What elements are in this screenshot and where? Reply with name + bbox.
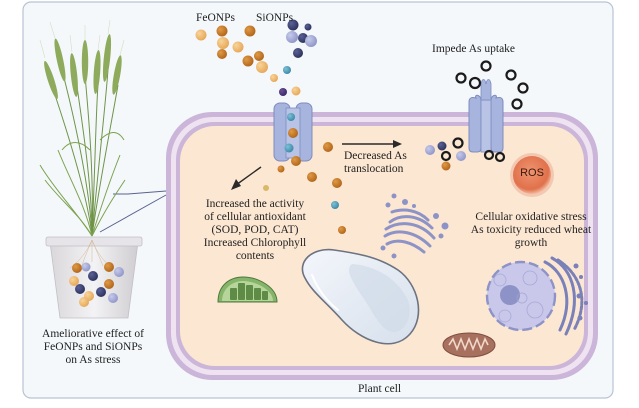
label-line: of cellular antioxidant [204, 210, 306, 223]
feonps-particles [195, 25, 301, 96]
label-line: Cellular oxidative stress [475, 211, 587, 223]
chloroplast [217, 276, 278, 303]
label-plant-cell: Plant cell [358, 383, 402, 395]
nucleus [485, 260, 557, 332]
impede-channel [468, 79, 504, 153]
er-ribosomes [573, 263, 588, 321]
label-line: on As stress [65, 353, 121, 366]
label-line: Ameliorative effect of [42, 328, 144, 340]
label-line: FeONPs and SiONPs [43, 340, 143, 353]
label-decreased-translocation: Decreased As translocation [344, 150, 407, 176]
roots [69, 239, 113, 269]
callout-line-bottom [99, 194, 167, 233]
label-line: As toxicity reduced wheat [470, 223, 592, 236]
label-line: growth [514, 236, 548, 249]
label-ros: ROS [520, 167, 544, 179]
golgi-apparatus [383, 208, 436, 254]
vacuole [301, 248, 420, 345]
label-oxidative-stress: Cellular oxidative stress As toxicity re… [462, 211, 600, 250]
ros-bubble [510, 153, 554, 197]
wheat-plant [39, 69, 126, 237]
arrow-to-translocation [342, 140, 402, 148]
wheat-awns [39, 19, 125, 59]
label-line: (SOD, POD, CAT) [211, 223, 299, 236]
label-ameliorative-effect: Ameliorative effect of FeONPs and SiONPs… [28, 328, 158, 367]
label-line: Increased Chlorophyll [203, 236, 307, 249]
arrow-to-antioxidant [231, 166, 262, 190]
wheat-ears [44, 34, 122, 100]
label-impede-as-uptake: Impede As uptake [432, 43, 516, 55]
label-line: translocation [344, 162, 404, 175]
golgi-vesicles [380, 193, 449, 259]
callout-line-top [113, 190, 167, 195]
pot-nanoparticles [69, 262, 124, 307]
label-line: contents [235, 249, 275, 262]
label-sionps: SiONPs [256, 12, 294, 24]
label-feonps: FeONPs [196, 12, 235, 24]
label-line: Increased the activity [205, 198, 305, 210]
sionps-particles [279, 19, 317, 96]
cytoplasm-particles [425, 141, 466, 171]
arsenic-ions [440, 60, 529, 163]
translocating-particles [263, 113, 346, 234]
label-line: Decreased As [344, 150, 407, 162]
endoplasmic-reticulum [543, 256, 584, 336]
mitochondrion [442, 332, 496, 358]
label-antioxidant-effect: Increased the activity of cellular antio… [180, 198, 330, 262]
